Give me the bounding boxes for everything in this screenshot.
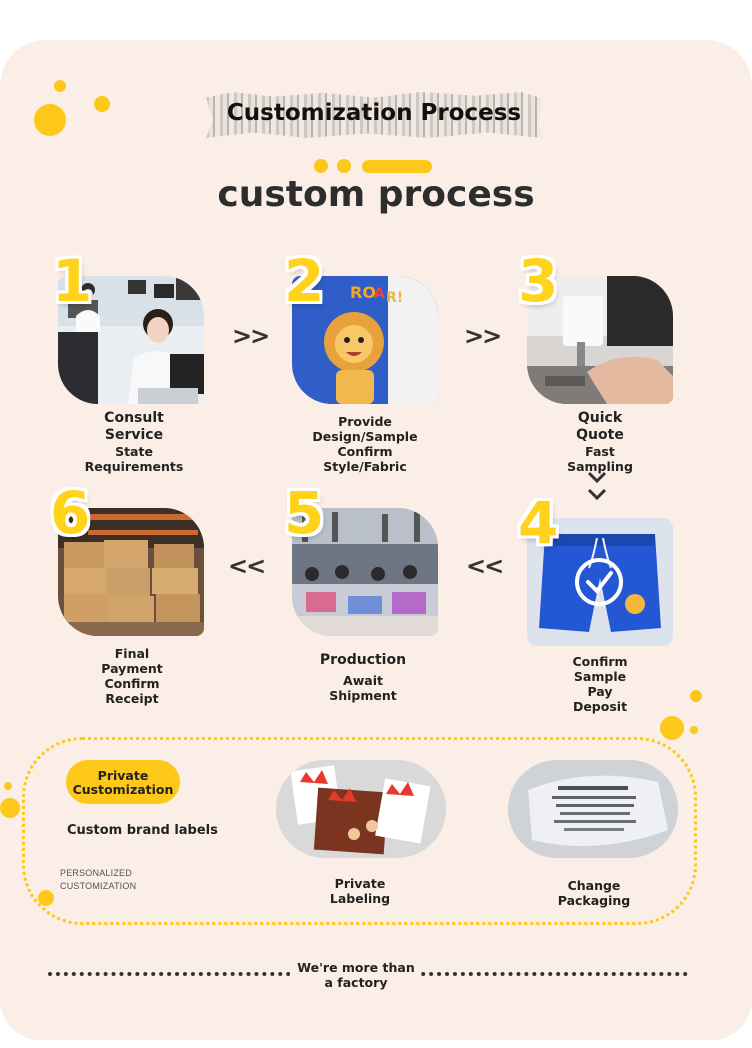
footer-text-backdrop — [290, 958, 420, 996]
private-labeling-line: Labeling — [329, 891, 391, 906]
private-customization-badge: Private Customization — [66, 760, 180, 804]
step-number-3: 3 — [518, 247, 559, 315]
decor-dot — [337, 159, 351, 173]
decor-dot — [690, 726, 698, 734]
sewing-machine-photo — [527, 276, 673, 404]
lion-print-photo: RO A R! — [292, 276, 438, 404]
step-6-line: Final — [114, 646, 150, 661]
step-1-label: Consult Service State Requirements — [64, 410, 204, 474]
decor-dot — [34, 104, 66, 136]
svg-text:RO: RO — [350, 283, 376, 302]
decor-pill — [362, 160, 432, 173]
step-3-line: Sampling — [567, 458, 633, 474]
step-1-title-b: Service — [104, 426, 164, 443]
private-labeling-label: Private Labeling — [300, 876, 420, 906]
personalized-line: PERSONALIZED — [60, 868, 132, 878]
svg-text:R!: R! — [386, 290, 403, 306]
step-6-label: Final Payment Confirm Receipt — [62, 646, 202, 706]
decor-dot — [94, 96, 110, 112]
step-5-title: Production — [319, 652, 407, 668]
personalized-caption: PERSONALIZED CUSTOMIZATION — [60, 867, 136, 893]
arrow-left: << — [466, 552, 504, 580]
badge-line: Private — [97, 768, 149, 783]
step-4-line: Confirm — [572, 654, 628, 669]
step-2-line: Provide — [338, 414, 392, 429]
change-packaging-line: Packaging — [557, 893, 631, 908]
decor-dot — [54, 80, 66, 92]
step-1-line: State — [115, 443, 153, 459]
step-number-2: 2 — [284, 247, 325, 315]
warehouse-boxes-photo — [58, 508, 204, 636]
packaging-bag-photo — [508, 760, 678, 858]
step-5-line: Await — [343, 672, 383, 688]
step-4-line: Sample — [573, 669, 627, 684]
page-title: Customization Process — [226, 100, 522, 126]
step-4-line: Pay — [587, 684, 613, 699]
factory-floor-photo — [292, 508, 438, 636]
footer-line: We're more than — [297, 960, 415, 975]
office-staff-photo — [58, 276, 204, 404]
badge-line: Customization — [72, 782, 174, 797]
step-number-4: 4 — [518, 489, 559, 557]
step-2-label: Provide Design/Sample Confirm Style/Fabr… — [290, 414, 440, 474]
step-1-title-a: Consult — [104, 410, 164, 426]
decor-dot — [314, 159, 328, 173]
arrow-left: << — [228, 552, 266, 580]
change-packaging-label: Change Packaging — [534, 878, 654, 908]
step-3-title-b: Quote — [576, 426, 624, 443]
svg-text:A: A — [374, 286, 385, 302]
step-6-line: Receipt — [105, 691, 159, 706]
decor-dot — [660, 716, 684, 740]
step-6-line: Payment — [101, 661, 163, 676]
step-5-label: Production Await Shipment — [290, 652, 436, 703]
step-5-line: Shipment — [329, 687, 397, 703]
arrow-down-icon — [587, 471, 607, 501]
title-banner — [206, 92, 542, 138]
step-number-6: 6 — [50, 479, 91, 547]
arrow-right: >> — [464, 322, 502, 350]
custom-brand-labels-text: Custom brand labels — [67, 823, 218, 838]
step-4-line: Deposit — [572, 699, 628, 714]
change-packaging-line: Change — [567, 878, 621, 893]
personalized-line: CUSTOMIZATION — [60, 881, 137, 891]
decor-dot — [4, 782, 12, 790]
footer-line: a factory — [324, 975, 388, 990]
step-2-line: Confirm — [337, 444, 393, 459]
step-number-5: 5 — [284, 479, 325, 547]
step-3-title-a: Quick — [577, 410, 623, 426]
arrow-right: >> — [232, 322, 270, 350]
step-2-line: Design/Sample — [312, 429, 418, 444]
page-subtitle: custom process — [217, 174, 535, 215]
step-4-label: Confirm Sample Pay Deposit — [530, 654, 670, 714]
decor-dot — [690, 690, 702, 702]
step-6-line: Confirm — [104, 676, 160, 691]
step-3-line: Fast — [585, 443, 615, 459]
customization-panel — [22, 737, 697, 925]
private-labeling-line: Private — [334, 876, 386, 891]
blue-shorts-photo — [527, 518, 673, 646]
decor-dot — [0, 798, 20, 818]
crown-labels-photo — [276, 760, 446, 858]
step-2-line: Style/Fabric — [323, 459, 407, 474]
step-3-label: Quick Quote Fast Sampling — [530, 410, 670, 474]
step-1-line: Requirements — [84, 458, 184, 474]
step-number-1: 1 — [52, 247, 93, 315]
footer-tagline: We're more than a factory — [270, 960, 442, 990]
